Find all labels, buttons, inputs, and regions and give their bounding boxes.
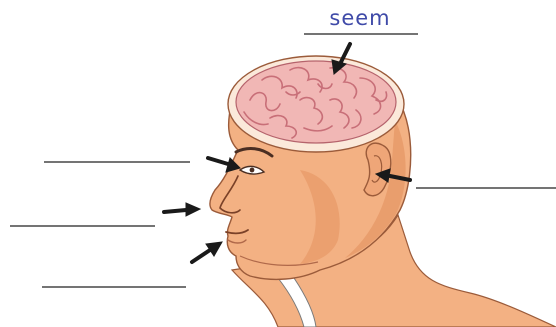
label-brain-text: seem <box>305 6 415 30</box>
pupil <box>250 168 255 173</box>
arrow-mouth <box>192 242 222 262</box>
arrow-nose <box>164 203 200 216</box>
